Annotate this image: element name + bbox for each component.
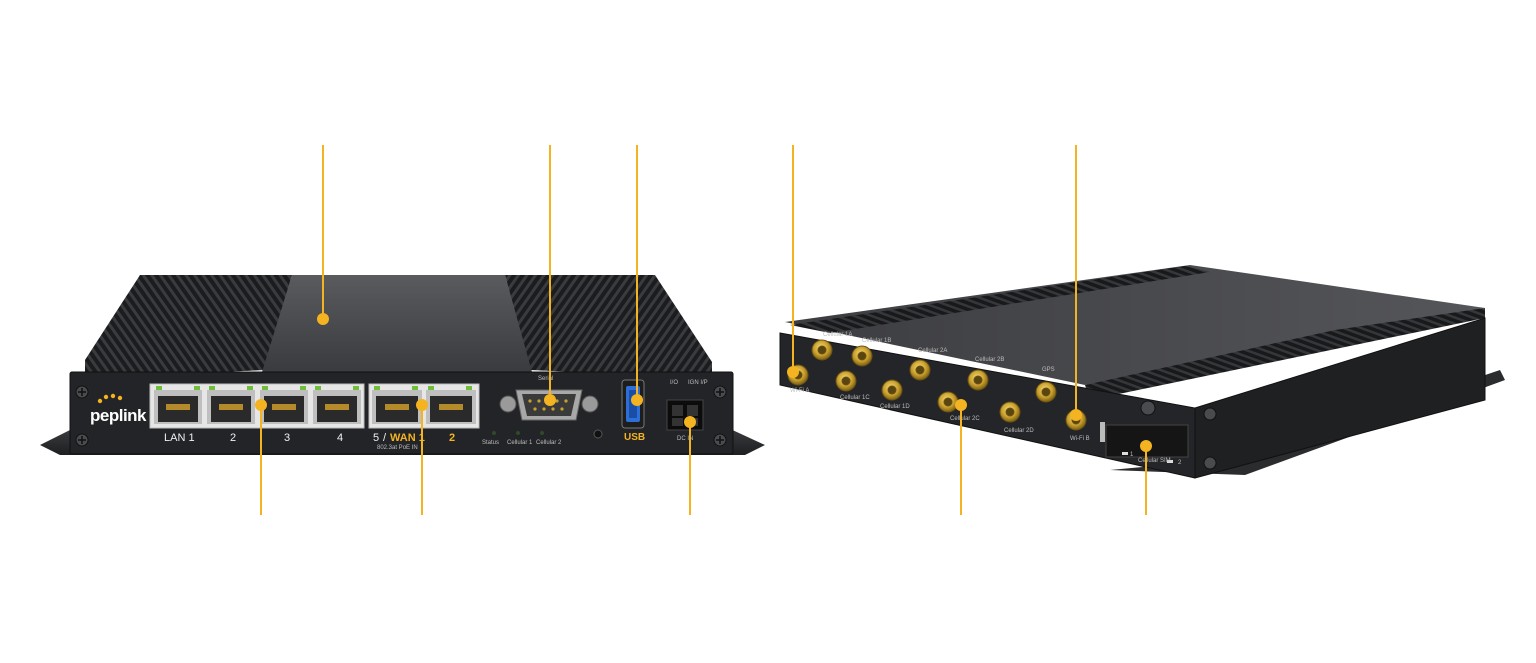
antenna-label-cellular-1c: Cellular 1C	[840, 395, 870, 401]
callout-dot-wifi-b[interactable]	[1070, 409, 1082, 421]
rear-top-surface	[785, 265, 1485, 385]
antenna-label-wifi-b: Wi-Fi B	[1070, 436, 1090, 442]
antenna-label-cellular-1b: Cellular 1B	[862, 338, 892, 344]
port-label-wan1: WAN 1	[390, 432, 425, 444]
sim-slot-2-label: 2	[1178, 460, 1182, 466]
port-label-slash: /	[383, 432, 387, 444]
antenna-label-cellular-2b: Cellular 2B	[975, 357, 1005, 363]
port-label-2: 2	[230, 432, 237, 444]
poe-label: 802.3at PoE IN	[377, 445, 418, 451]
callout-dot-cellular[interactable]	[955, 399, 967, 411]
callout-line-wifi-a	[792, 145, 794, 372]
antenna-label-gps: GPS	[1042, 367, 1055, 373]
callout-line-dc-in	[689, 422, 691, 515]
antenna-label-cellular-1a: Cellular 1A	[823, 332, 853, 338]
sim-slot-1-label: 1	[1130, 452, 1134, 458]
callout-line-wan	[421, 405, 423, 515]
callout-dot-lan[interactable]	[255, 399, 267, 411]
antenna-label-cellular-2c: Cellular 2C	[950, 416, 980, 422]
callout-line-cellular	[960, 405, 962, 515]
sim-tray	[1105, 424, 1189, 458]
callout-line-wifi-b	[1075, 145, 1077, 415]
led-label-cellular-1: Cellular 1	[507, 440, 533, 446]
ign-label: IGN I/P	[688, 380, 708, 386]
port-label-lan1: LAN 1	[164, 432, 195, 444]
antenna-label-cellular-2a: Cellular 2A	[918, 348, 948, 354]
callout-line-lan	[260, 405, 262, 515]
callout-dot-wan[interactable]	[416, 399, 428, 411]
port-label-5: 5	[373, 432, 380, 444]
callout-line-sim	[1145, 446, 1147, 515]
rear-antenna-face	[779, 332, 1196, 479]
sim-label: Cellular SIM	[1138, 458, 1171, 464]
peplink-logo-text: peplink	[90, 406, 147, 425]
callout-dot-wifi-a[interactable]	[787, 366, 799, 378]
antenna-label-cellular-2d: Cellular 2D	[1004, 428, 1034, 434]
port-label-wan2: 2	[449, 432, 456, 444]
serial-label: Serial	[538, 376, 554, 382]
front-left-heatsink	[85, 275, 292, 378]
io-label: I/O	[670, 380, 679, 386]
callout-line-top-plate	[322, 145, 324, 319]
antenna-label-cellular-1d: Cellular 1D	[880, 404, 910, 410]
callout-dot-top-plate[interactable]	[317, 313, 329, 325]
callout-dot-sim[interactable]	[1140, 440, 1152, 452]
antenna-label-wifi-a: Wi-Fi A	[790, 388, 810, 394]
front-top-plate	[262, 275, 532, 372]
port-label-4: 4	[337, 432, 344, 444]
callout-dot-serial[interactable]	[544, 394, 556, 406]
callout-line-usb	[636, 145, 638, 400]
reset-pinhole	[593, 429, 603, 439]
front-right-heatsink	[505, 275, 712, 378]
dc-in-label: DC IN	[677, 436, 694, 442]
led-label-status: Status	[482, 440, 500, 446]
callout-dot-dc-in[interactable]	[684, 416, 696, 428]
callout-line-serial	[549, 145, 551, 400]
port-label-3: 3	[284, 432, 291, 444]
led-label-cellular-2: Cellular 2	[536, 440, 562, 446]
rj45-ports	[154, 386, 476, 424]
callout-dot-usb[interactable]	[631, 394, 643, 406]
usb-label: USB	[624, 432, 646, 443]
